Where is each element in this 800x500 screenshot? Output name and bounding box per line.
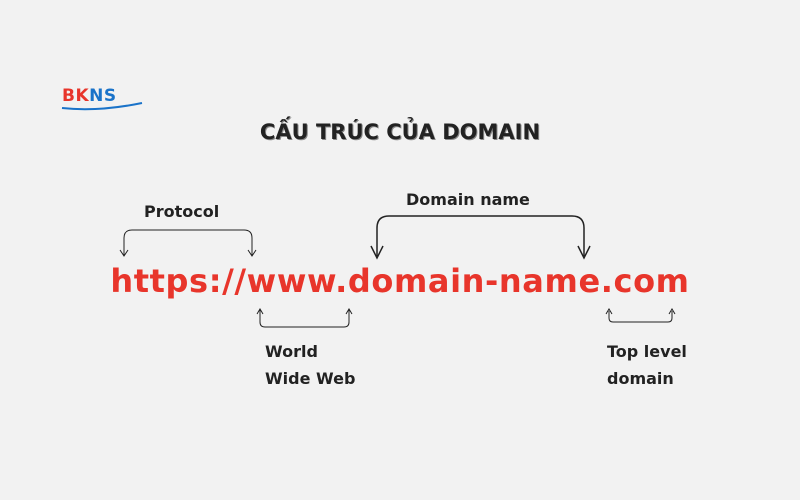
tld-bracket [608, 311, 673, 323]
tld-label-line1: Top level [607, 342, 687, 361]
logo-text-red: BK [62, 86, 90, 106]
domain-name-label: Domain name [406, 190, 530, 209]
example-url: https://www.domain-name.com [110, 262, 690, 300]
tld-label: Top level domain [607, 338, 687, 392]
logo-text-blue: NS [89, 86, 117, 106]
logo-swoosh-icon [61, 102, 143, 111]
protocol-label: Protocol [144, 202, 220, 221]
www-label-line1: World [265, 342, 318, 361]
www-label-line2: Wide Web [265, 369, 356, 388]
domain-name-bracket [376, 215, 585, 256]
page-title: CẤU TRÚC CỦA DOMAIN [259, 120, 541, 144]
www-label: World Wide Web [265, 338, 355, 392]
protocol-bracket [123, 229, 253, 256]
tld-label-line2: domain [607, 369, 674, 388]
www-bracket [259, 310, 350, 328]
bkns-logo: BKNS [62, 86, 117, 106]
